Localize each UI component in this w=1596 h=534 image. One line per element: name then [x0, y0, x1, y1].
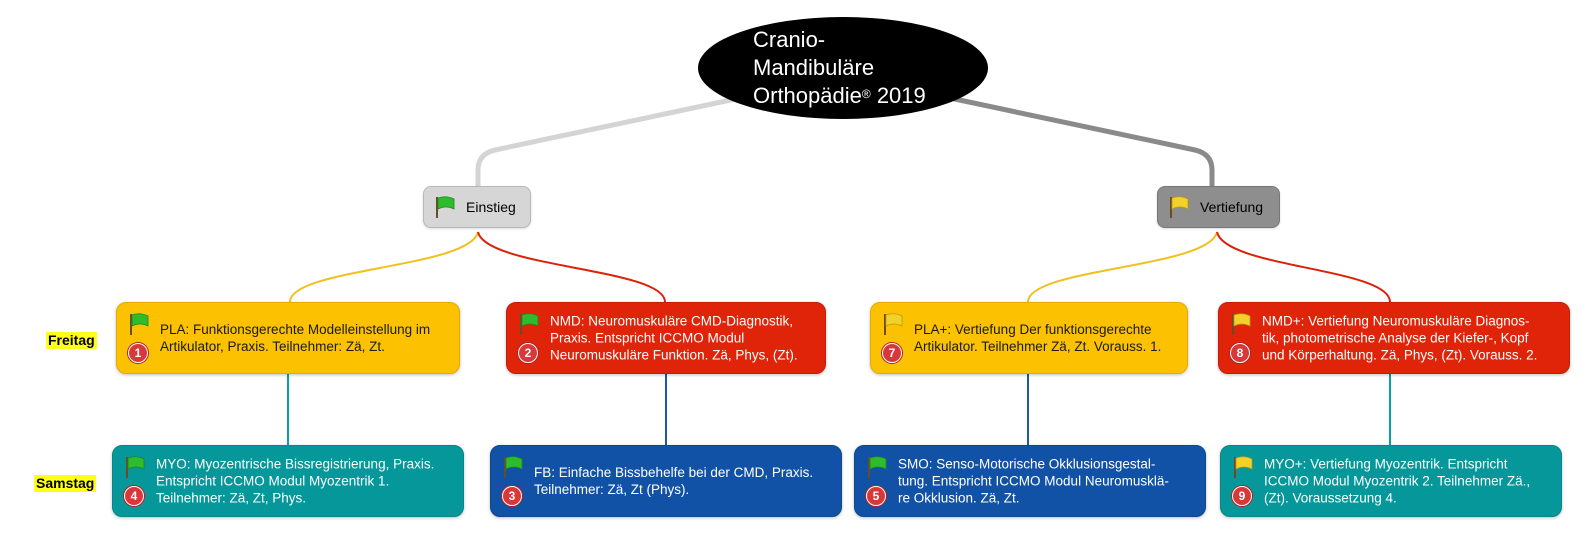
green-flag-icon — [518, 312, 540, 336]
number-badge: 1 — [128, 343, 148, 363]
branch-einstieg-label: Einstieg — [466, 199, 516, 215]
card-pla-plus-text: PLA+: Vertiefung Der funktionsgerechte A… — [914, 322, 1162, 354]
yellow-flag-icon — [1230, 312, 1252, 336]
connector-root-einstieg — [475, 95, 741, 186]
card-pla-text: PLA: Funktionsgerechte Modelleinstellung… — [160, 322, 431, 354]
connector-einstieg-pla — [289, 231, 479, 303]
card-myo-plus[interactable]: 9 MYO+: Vertiefung Myozentrik. Entsprich… — [1220, 445, 1562, 517]
card-smo-text: SMO: Senso-Motorische Okklusionsgestal- … — [898, 456, 1169, 506]
connector-vertiefung-nmdplus — [1216, 231, 1391, 303]
green-flag-icon — [502, 455, 524, 479]
card-fb-text: FB: Einfache Bissbehelfe bei der CMD, Pr… — [534, 465, 814, 497]
number-badge: 8 — [1230, 343, 1250, 363]
connector-root-vertiefung — [949, 95, 1215, 186]
row-label-samstag: Samstag — [34, 475, 97, 492]
yellow-flag-icon — [1232, 455, 1254, 479]
row-label-freitag: Freitag — [46, 332, 97, 349]
connector-vertiefung-plaplus — [1027, 231, 1218, 303]
number-badge: 4 — [124, 486, 144, 506]
card-myo[interactable]: 4 MYO: Myozentrische Bissregistrierung, … — [112, 445, 464, 517]
yellow-flag-icon — [1168, 195, 1190, 219]
root-title-line2: Orthopädie® 2019 — [753, 83, 926, 108]
number-badge: 7 — [882, 343, 902, 363]
root-title-line1: Cranio-Mandibuläre — [753, 27, 875, 80]
card-nmd[interactable]: 2 NMD: Neuromuskuläre CMD-Diagnostik, Pr… — [506, 302, 826, 374]
card-pla-plus[interactable]: 7 PLA+: Vertiefung Der funktionsgerechte… — [870, 302, 1188, 374]
green-flag-icon — [434, 195, 456, 219]
root-node[interactable]: Cranio-Mandibuläre Orthopädie® 2019 — [698, 17, 988, 119]
branch-vertiefung-label: Vertiefung — [1200, 199, 1264, 215]
number-badge: 5 — [866, 486, 886, 506]
green-flag-icon — [124, 455, 146, 479]
card-nmd-text: NMD: Neuromuskuläre CMD-Diagnostik, Prax… — [550, 313, 798, 363]
card-fb[interactable]: 3 FB: Einfache Bissbehelfe bei der CMD, … — [490, 445, 842, 517]
card-pla[interactable]: 1 PLA: Funktionsgerechte Modelleinstellu… — [116, 302, 460, 374]
green-flag-icon — [128, 312, 150, 336]
branch-einstieg[interactable]: Einstieg — [423, 186, 531, 228]
number-badge: 2 — [518, 343, 538, 363]
number-badge: 3 — [502, 486, 522, 506]
card-nmd-plus-text: NMD+: Vertiefung Neuromuskuläre Diagnos-… — [1262, 313, 1538, 363]
green-flag-icon — [866, 455, 888, 479]
card-smo[interactable]: 5 SMO: Senso-Motorische Okklusionsgestal… — [854, 445, 1206, 517]
card-myo-text: MYO: Myozentrische Bissregistrierung, Pr… — [156, 456, 435, 506]
card-myo-plus-text: MYO+: Vertiefung Myozentrik. Entspricht … — [1264, 456, 1531, 506]
card-nmd-plus[interactable]: 8 NMD+: Vertiefung Neuromuskuläre Diagno… — [1218, 302, 1570, 374]
number-badge: 9 — [1232, 486, 1252, 506]
branch-vertiefung[interactable]: Vertiefung — [1157, 186, 1280, 228]
connector-einstieg-nmd — [477, 231, 666, 303]
yellow-flag-icon — [882, 312, 904, 336]
